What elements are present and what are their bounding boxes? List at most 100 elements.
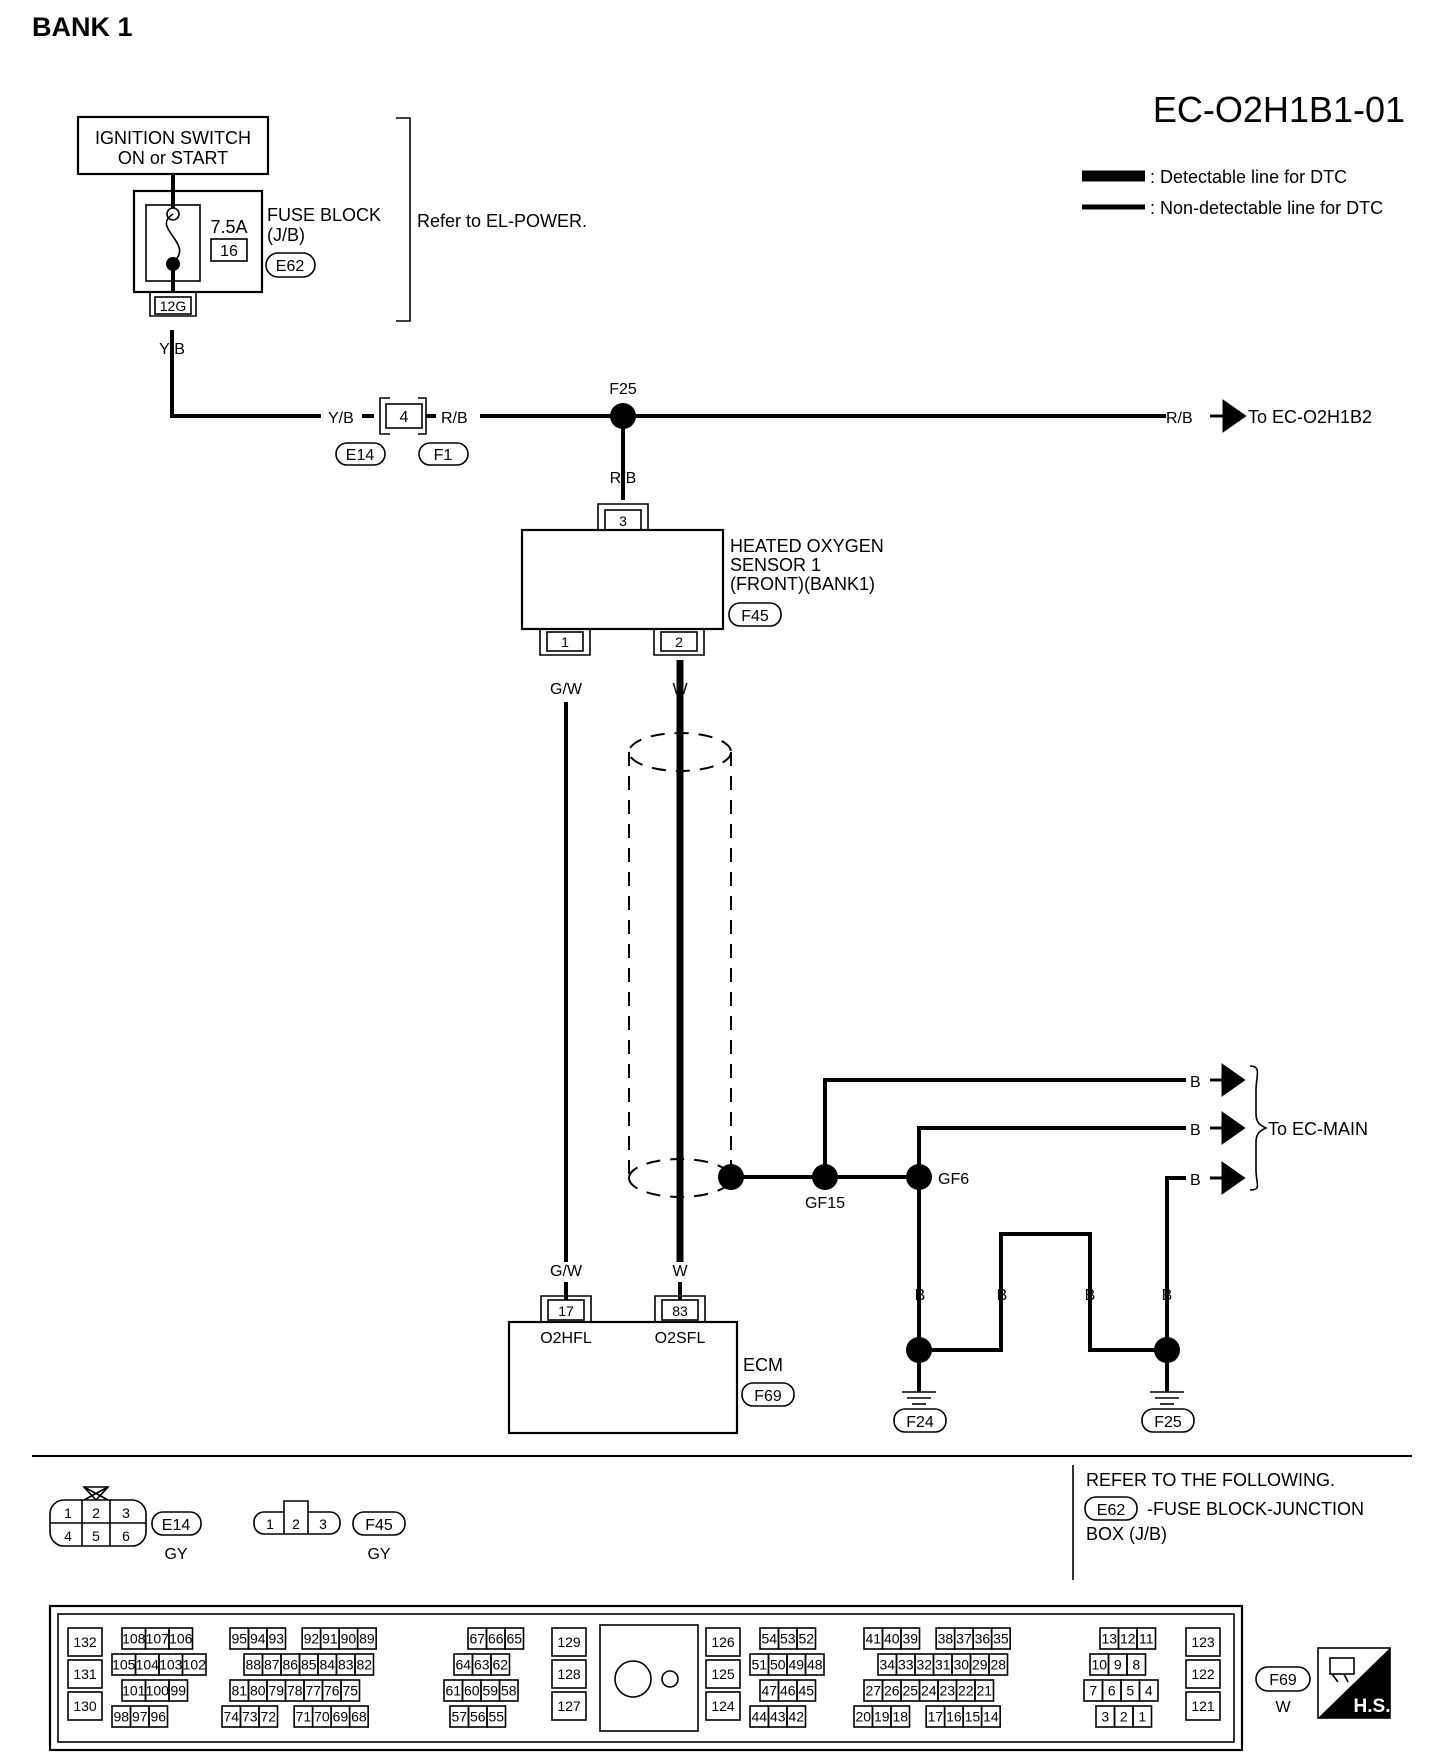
- ecm-pin-c2-2: 127: [557, 1698, 581, 1714]
- ecm-pin-c2-0: 129: [557, 1634, 581, 1650]
- ecm-pin-cell: [974, 1679, 995, 1702]
- ecm-pin-cell: [67, 1691, 103, 1721]
- heated-oxygen-sensor: 3 1 2 HEATED OXYGEN SENSOR 1 (FRONT)(BAN…: [520, 503, 884, 656]
- ecm-pin-g6-2-2: 5: [1126, 1683, 1134, 1699]
- ecm-pin-cell: [258, 1705, 279, 1728]
- connector-view-f45: 1 2 3 F45 GY: [253, 1500, 406, 1563]
- ecm-pin-g2-0-7: 89: [359, 1631, 375, 1647]
- e14-color: GY: [164, 1546, 187, 1563]
- arrow-b2: [1210, 1111, 1246, 1145]
- ecm-pin-g2-3-7: 68: [351, 1709, 367, 1725]
- ecm-pin-c4-1: 122: [1191, 1666, 1215, 1682]
- joint-connector-right: F1: [434, 447, 453, 464]
- ecm-pin-cell: [486, 1705, 507, 1728]
- fuse-icon: [165, 213, 181, 263]
- ecm-pin-g1-1-0: 105: [112, 1657, 136, 1673]
- ecm-pin-83: 83: [672, 1303, 688, 1319]
- ecm-pin-cell: [988, 1653, 1009, 1676]
- refer-following-2: -FUSE BLOCK-JUNCTION: [1147, 1499, 1364, 1519]
- ecm-pin-g5-2-0: 27: [865, 1683, 881, 1699]
- ecm-pin-g2-0-5: 91: [322, 1631, 338, 1647]
- ecm-pin-cell: [786, 1705, 807, 1728]
- ground-network: GF15 GF6 B B B To EC-MAIN B B B B F24: [718, 1063, 1368, 1433]
- wire-label-gb1: B: [915, 1287, 926, 1304]
- ecm-pin-g4-2-0: 47: [761, 1683, 777, 1699]
- ecm-pin-g3-0-0: 67: [469, 1631, 485, 1647]
- hs-badge-icon: H.S.: [1317, 1647, 1391, 1719]
- sensor-name-3: (FRONT)(BANK1): [730, 574, 875, 594]
- ecm-pin-c1-0: 132: [73, 1634, 97, 1650]
- ecm-pin-g2-1-3: 85: [301, 1657, 317, 1673]
- ecm-pin-g1-0-1: 107: [146, 1631, 170, 1647]
- fuse-block-sub: (J/B): [267, 225, 305, 245]
- ecm-pin-cell: [796, 1679, 817, 1702]
- ecm-pin-c3-0: 126: [711, 1634, 735, 1650]
- ecm-pin-cell: [498, 1679, 519, 1702]
- ecm-pin-g2-0-2: 93: [268, 1631, 284, 1647]
- fuse-number: 16: [220, 243, 238, 260]
- ecm-pin-cell: [705, 1627, 741, 1657]
- ecm-pin-g4-3-1: 43: [770, 1709, 786, 1725]
- ecm-pin-g5-1-5: 29: [972, 1657, 988, 1673]
- ecm-pin-g3-2-2: 59: [482, 1683, 498, 1699]
- fuse-block-name: FUSE BLOCK: [267, 205, 381, 225]
- ecm-pin-g3-1-2: 62: [492, 1657, 508, 1673]
- ecm-pin-g2-1-5: 83: [338, 1657, 354, 1673]
- refer-following-3: BOX (J/B): [1086, 1524, 1167, 1544]
- splice-gf6-label: GF6: [938, 1171, 969, 1188]
- ecm-pin-cell: [340, 1679, 361, 1702]
- refer-el-power: Refer to EL-POWER.: [417, 211, 587, 231]
- ecm-pin-cell: [356, 1627, 377, 1650]
- refer-bracket: [396, 117, 411, 322]
- f45-pin-2: 2: [292, 1516, 300, 1532]
- ecm-pin-cell: [1132, 1705, 1153, 1728]
- ecm-pin-g3-1-1: 63: [474, 1657, 490, 1673]
- ecm-pin-c1-2: 130: [73, 1698, 97, 1714]
- ecm-pin-cell: [1185, 1659, 1221, 1689]
- ecm-pin-g2-1-0: 88: [245, 1657, 261, 1673]
- ecm-pin-g5-2-1: 26: [884, 1683, 900, 1699]
- wire-b3: [1165, 1176, 1186, 1347]
- wire-label-b3: B: [1190, 1172, 1201, 1189]
- wire-label-yb-left: Y/B: [328, 410, 354, 427]
- ecm-pin-g2-1-6: 82: [356, 1657, 372, 1673]
- ecm-name: ECM: [743, 1355, 783, 1375]
- ecm-pin-g2-1-2: 86: [282, 1657, 298, 1673]
- ecm-pin-g6-0-0: 13: [1101, 1631, 1117, 1647]
- ignition-line-1: IGNITION SWITCH: [95, 128, 251, 148]
- e14-pin-6: 6: [122, 1528, 130, 1544]
- diagram-id: EC-O2H1B1-01: [1153, 89, 1405, 130]
- ecm-pin-g5-2-3: 24: [921, 1683, 937, 1699]
- sensor-pin-1: 1: [561, 634, 569, 650]
- ecm-pin-cell: [990, 1627, 1011, 1650]
- ecm-pin-g3-2-3: 58: [501, 1683, 517, 1699]
- legend-non-detectable-text: : Non-detectable line for DTC: [1150, 198, 1383, 218]
- ecm-pin-g5-0-2: 39: [902, 1631, 918, 1647]
- ecm-pin-g3-3-0: 57: [451, 1709, 467, 1725]
- fuse-block-connector: E62: [276, 258, 305, 275]
- ecm-pin-g2-2-2: 79: [268, 1683, 284, 1699]
- ecm-pin-g5-0-0: 41: [865, 1631, 881, 1647]
- ecm-pin-g4-1-2: 49: [788, 1657, 804, 1673]
- ecm-pin-cell: [1185, 1627, 1221, 1657]
- ecm-pin-g5-3-0: 20: [855, 1709, 871, 1725]
- splice-shield: [718, 1164, 744, 1190]
- ecm-pin-g1-0-2: 106: [169, 1631, 193, 1647]
- bank-title: BANK 1: [32, 12, 133, 42]
- ecm-pin-g1-1-1: 104: [136, 1657, 160, 1673]
- ecm-pin-cell: [796, 1627, 817, 1650]
- hs-label: H.S.: [1354, 1696, 1391, 1717]
- ecm-pin-g4-0-0: 54: [761, 1631, 777, 1647]
- ecm-pin-g1-1-3: 102: [183, 1657, 207, 1673]
- ecm-pin-cell: [804, 1653, 825, 1676]
- sensor-connector: F45: [741, 608, 769, 625]
- to-main-label: To EC-MAIN: [1268, 1119, 1368, 1139]
- wire-label-b2: B: [1190, 1122, 1201, 1139]
- ecm-pin-g3-3-1: 56: [470, 1709, 486, 1725]
- ecm-pin-cell: [67, 1659, 103, 1689]
- ecm-pin-g5-2-4: 23: [939, 1683, 955, 1699]
- ecm-pin-g3-0-2: 65: [506, 1631, 522, 1647]
- wire-label-w-bot: W: [672, 1263, 688, 1280]
